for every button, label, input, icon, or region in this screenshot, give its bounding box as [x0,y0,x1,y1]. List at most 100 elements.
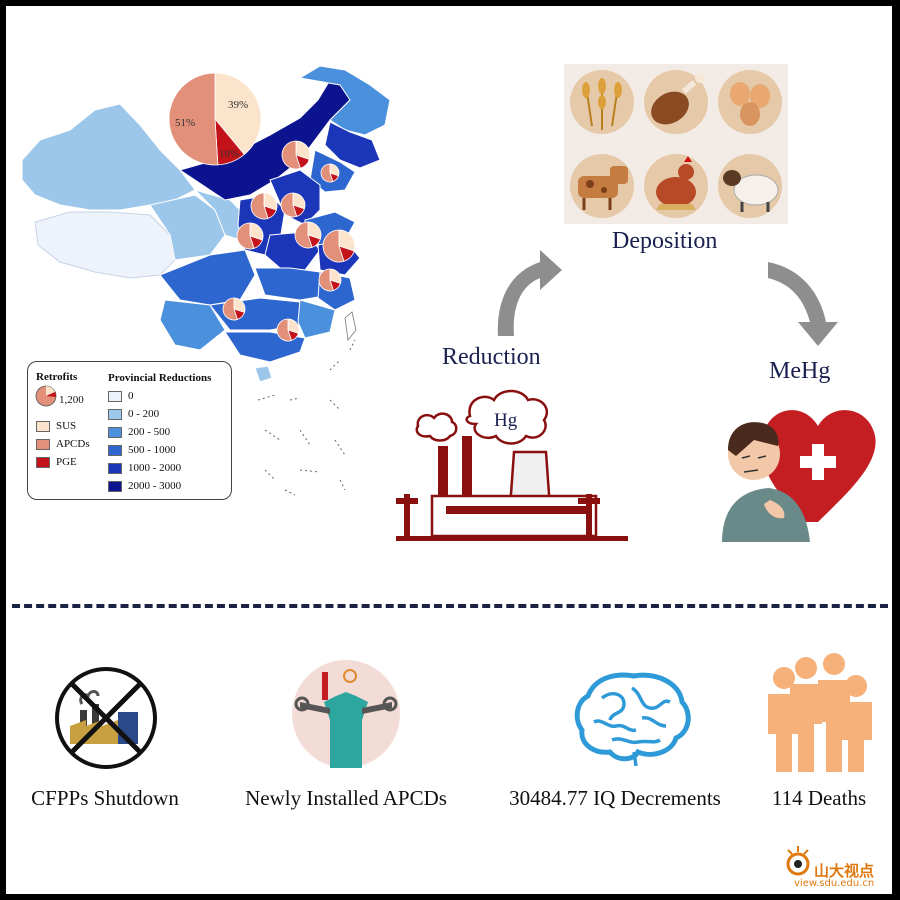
small-pie-8-slice [222,297,238,321]
small-pie-2-slice [263,192,278,211]
swatch-apcds [36,438,50,450]
province-heilongjiang [298,65,391,136]
small-pie-0 [281,140,311,170]
swatch-sus [36,420,50,432]
legend-bin-1: 0 - 200 [108,408,159,420]
legend-pie-size-icon [35,385,57,407]
mehg-label: MeHg [769,358,831,384]
reduction-to-deposition-arrow [497,250,562,336]
legend-sus-label: SUS [56,420,77,432]
power-plant-illustration: Hg [396,389,628,541]
province-fujian-jiangxi [297,299,336,339]
swatch-bin-5 [108,480,122,492]
hg-label: Hg [494,410,518,431]
swatch-bin-2 [108,426,122,438]
legend-bin-3-label: 500 - 1000 [128,444,176,456]
small-pie-4 [236,222,264,250]
swatch-pge [36,456,50,468]
province-jilin [324,121,381,169]
food-grid [564,64,788,224]
small-pie-5-slice [307,221,322,240]
province-qinghai [149,194,226,261]
small-pie-4-slice [236,222,255,250]
map-pie-layer [168,72,356,342]
legend-bin-4: 1000 - 2000 [108,462,181,474]
big-pie-apcds-label: 51% [175,117,196,129]
legend-reductions-title: Provincial Reductions [108,372,212,384]
section-divider [12,604,888,608]
small-pie-7-slice [318,268,334,292]
legend-bin-2: 200 - 500 [108,426,170,438]
legend-pge: PGE [36,456,77,468]
small-pie-8 [222,297,246,321]
province-hainan [254,365,273,383]
deposition-label: Deposition [612,228,718,254]
small-pie-2 [250,192,278,220]
legend-apcds: APCDs [36,438,90,450]
worker-fist-icon [292,660,400,768]
no-factory-icon [55,667,157,769]
wheat-icon [570,70,634,134]
eye-logo-icon [786,846,810,876]
legend-apcds-label: APCDs [56,438,90,450]
legend-bin-1-label: 0 - 200 [128,408,160,420]
big-pie-slice [168,72,219,166]
small-pie-3 [280,192,306,218]
swatch-bin-3 [108,444,122,456]
hen-icon [644,154,708,218]
big-pie-sus-label: 39% [228,99,249,111]
small-pie-6 [322,229,356,263]
small-pie-5 [294,221,322,249]
small-pie-0-slice [295,140,311,160]
cow-icon [570,154,634,218]
factory-icon [396,436,628,541]
legend-bin-2-label: 200 - 500 [128,426,171,438]
people-icon [768,653,872,772]
newly-installed-apcds-label: Newly Installed APCDs [245,786,447,810]
small-pie-7 [318,268,342,292]
iq-decrements-label: 30484.77 IQ Decrements [509,786,721,810]
brain-icon [574,672,691,767]
watermark-url: view.sdu.edu.cn [794,878,875,889]
swatch-bin-1 [108,408,122,420]
small-pie-3-slice [280,192,298,218]
small-pie-1-slice [320,163,334,183]
eggs-icon [718,70,782,134]
watermark: 山大视点 view.sdu.edu.cn [784,842,894,892]
deaths-label: 114 Deaths [771,786,867,810]
big-pie-pge-label: 10% [219,148,240,160]
small-pie-5-slice [294,221,313,249]
sick-person-icon [722,422,810,542]
legend-bin-3: 500 - 1000 [108,444,176,456]
legend-bin-0-label: 0 [128,390,134,402]
province-tibet [34,211,176,279]
reduction-label: Reduction [442,344,541,370]
heart-icon [761,410,876,522]
legend-sus: SUS [36,420,76,432]
small-pie-6-slice [322,229,345,263]
cycle-arrows [497,250,838,346]
map-legend: Retrofits 1,200 SUS APCDs PGE Provincial… [27,361,232,500]
chicken-leg-icon [644,70,708,134]
legend-bin-0: 0 [108,390,134,402]
smoke-cloud-icon [415,389,549,445]
legend-bin-5-label: 2000 - 3000 [128,480,182,492]
small-pie-1 [320,163,340,183]
small-pie-9 [276,318,300,342]
legend-pge-label: PGE [56,456,77,468]
big-pie-slice [214,72,262,156]
legend-size-label: 1,200 [59,394,84,406]
legend-bin-4-label: 1000 - 2000 [128,462,182,474]
south-sea-islands [257,339,356,496]
deposition-to-mehg-arrow [768,262,838,346]
swatch-bin-4 [108,462,122,474]
small-pie-2-slice [250,192,269,220]
small-pie-0-slice [281,140,301,170]
big-pie [168,72,262,166]
taiwan [344,311,357,341]
cfpps-shutdown-label: CFPPs Shutdown [31,786,179,810]
sheep-icon [718,154,782,218]
small-pie-9-slice [276,318,292,342]
small-pie-6-slice [338,229,356,252]
swatch-bin-0 [108,390,122,402]
